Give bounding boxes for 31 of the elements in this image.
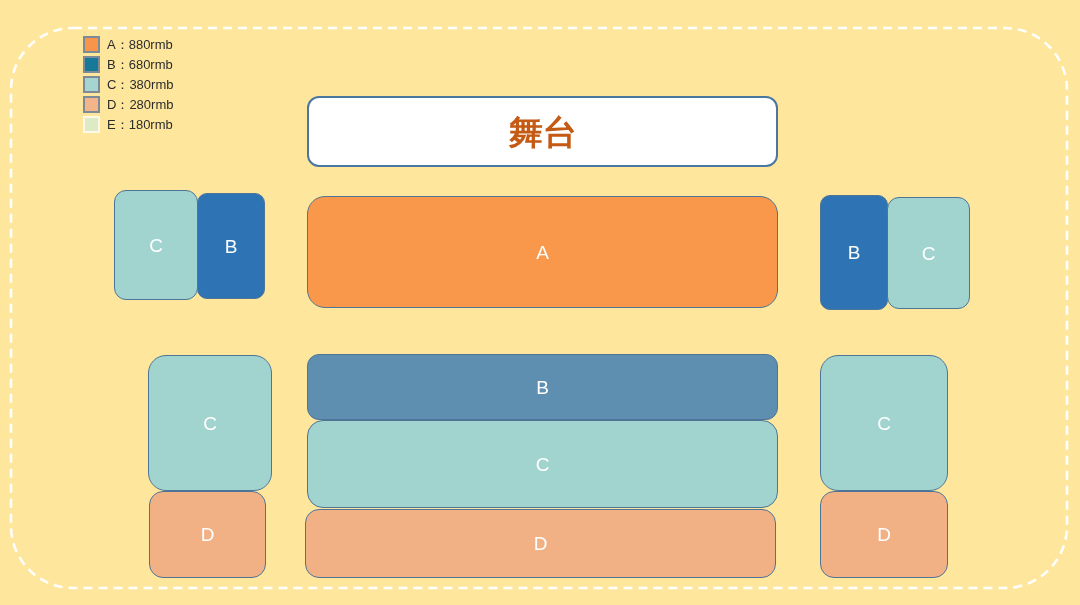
seat-block [820,195,888,310]
legend-label: D：280rmb [107,96,174,113]
seat-block [148,355,272,491]
seat-block [197,193,265,299]
seat-block [307,354,778,420]
section-letter: B [224,236,238,256]
section-letter: C [877,413,891,433]
legend-label: A：880rmb [107,36,173,53]
seat-block [820,355,948,491]
legend-label: C：380rmb [107,76,174,93]
section-letter: D [533,534,548,553]
seat-block [887,197,970,309]
seat-block [820,491,948,578]
seat-block [307,196,778,308]
section-letter: D [877,525,891,544]
legend-label: B：680rmb [107,56,173,73]
section-letter: A [536,242,549,262]
legend-label: E：180rmb [107,116,173,133]
section-letter: D [200,525,215,544]
section-letter: C [203,413,217,433]
section-letter: B [536,377,549,397]
seat-block [305,509,776,578]
stage-label: 舞台 [508,114,577,149]
section-letter: B [847,243,861,262]
section-letter: C [921,243,936,263]
section-letter: C [149,235,163,255]
stage-box [307,96,778,167]
seat-block [307,420,778,508]
seat-block [114,190,198,300]
seat-block [149,491,266,578]
section-letter: C [535,454,550,474]
